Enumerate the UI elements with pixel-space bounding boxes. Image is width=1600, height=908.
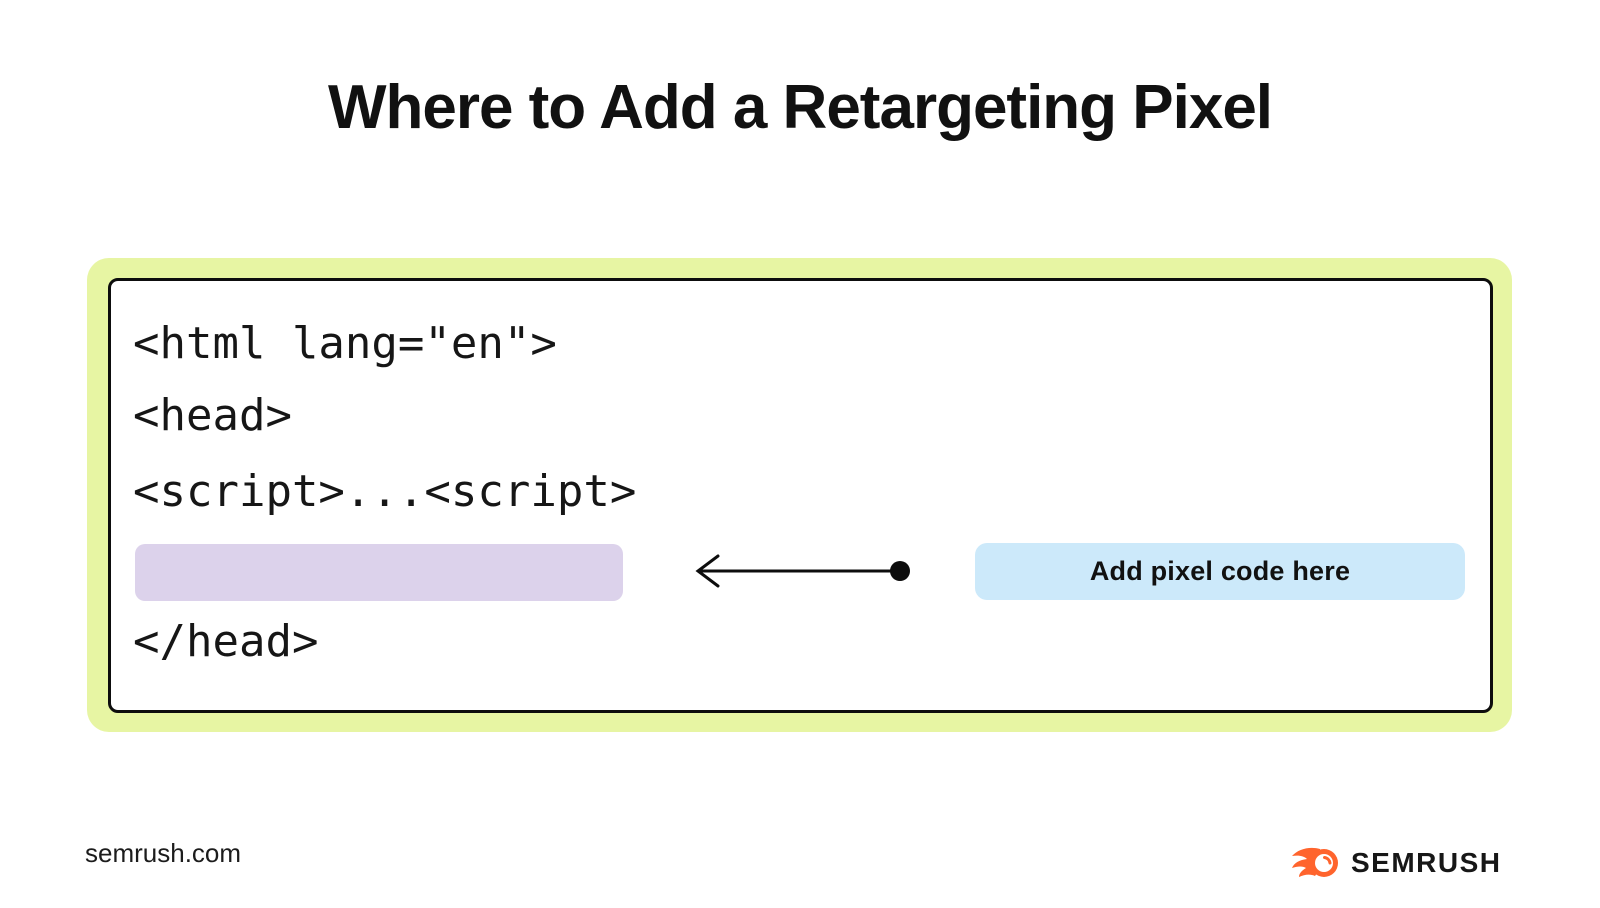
code-line-head-close: </head> [133,616,319,667]
code-snippet-box [108,278,1493,713]
semrush-wordmark: SEMRUSH [1351,847,1502,878]
pixel-code-placeholder-bar [135,544,623,601]
code-line-html-open: <html lang="en"> [133,318,557,369]
page-title: Where to Add a Retargeting Pixel [327,73,1273,142]
pixel-code-callout: Add pixel code here [975,543,1465,600]
callout-label: Add pixel code here [1089,556,1351,586]
semrush-flame-icon [1292,847,1338,877]
footer-site-url: semrush.com [85,838,242,868]
code-line-head-open: <head> [133,390,292,441]
code-line-script: <script>...<script> [133,466,637,517]
arrow-left-icon [695,554,910,588]
semrush-logo: SEMRUSH [1291,844,1502,882]
